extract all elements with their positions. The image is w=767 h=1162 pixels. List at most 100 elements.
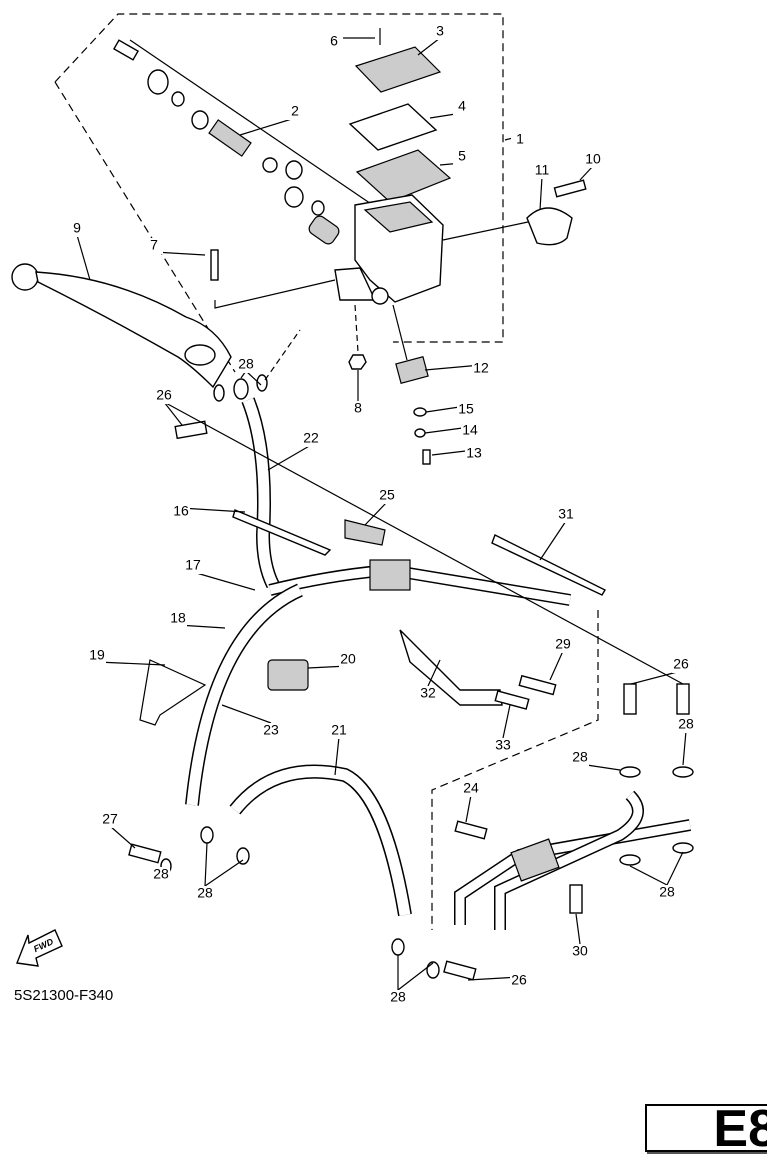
callout-25: 25: [379, 487, 395, 503]
cable-tie-16: [232, 509, 332, 556]
callout-bg: [461, 423, 479, 439]
bolt-10: [553, 179, 587, 198]
callout-leader: [192, 571, 256, 591]
page-id-box: E8: [645, 1100, 767, 1158]
callout-bg: [339, 652, 357, 668]
callout-leader: [579, 165, 594, 181]
callout-bg: [453, 149, 471, 165]
callout-bg: [184, 558, 202, 574]
callout-bg: [302, 431, 320, 447]
callout-leader: [334, 736, 340, 776]
brake-lever: [11, 263, 232, 389]
callout-leader: [239, 117, 296, 136]
callout-bg: [145, 238, 163, 254]
callout-bg: [286, 104, 304, 120]
nut-8: [348, 354, 367, 370]
callout-bg: [462, 781, 480, 797]
callout-leader: [267, 444, 312, 471]
callout-leader: [417, 37, 441, 56]
callout-21: 21: [331, 722, 347, 738]
callout-bg: [88, 648, 106, 664]
callout-leader: [96, 661, 166, 666]
cable-tie-31: [491, 534, 606, 596]
callout-10: 10: [585, 151, 601, 167]
callout-3: 3: [436, 23, 444, 39]
callout-bg: [101, 812, 119, 828]
callout-27: 27: [102, 811, 118, 827]
callout-bg: [68, 221, 86, 237]
diagram-code: 5S21300-F340: [14, 987, 114, 1004]
callout-13: 13: [466, 445, 482, 461]
callout-bg: [237, 357, 255, 373]
front-brake-switch: [395, 355, 429, 385]
callout-bg: [378, 488, 396, 504]
callout-bg: [196, 886, 214, 902]
callout-bg: [494, 738, 512, 754]
callout-12: 12: [473, 360, 489, 376]
callout-23: 23: [263, 722, 279, 738]
callout-18: 18: [170, 610, 186, 626]
fwd-arrow-icon: FWD: [16, 929, 63, 967]
callout-26: 26: [156, 387, 172, 403]
callout-leader: [245, 370, 262, 386]
callout-6: 6: [330, 33, 338, 49]
union-bolt-26: [443, 960, 477, 981]
union-bolt-27: [128, 843, 162, 864]
callout-bg: [554, 637, 572, 653]
screw-13: [422, 449, 431, 465]
diaphragm-plate: [348, 103, 438, 151]
callout-bg: [511, 132, 529, 148]
callout-bg: [677, 717, 695, 733]
callout-bg: [431, 24, 449, 40]
callout-11: 11: [535, 162, 550, 178]
callout-leader: [549, 650, 564, 681]
callout-bg: [389, 990, 407, 1006]
callout-26: 26: [673, 656, 689, 672]
bolt-29: [518, 674, 557, 696]
callout-28: 28: [678, 716, 694, 732]
callout-leader: [180, 507, 246, 513]
callout-bg: [472, 361, 490, 377]
diaphragm: [355, 149, 452, 203]
callout-leader: [666, 851, 684, 886]
callout-leader: [629, 865, 668, 886]
callout-bg: [453, 99, 471, 115]
callout-leader: [364, 501, 388, 526]
brake-joint: [369, 559, 411, 591]
callout-bg: [510, 973, 528, 989]
callout-bg: [172, 504, 190, 520]
callout-leader: [630, 670, 682, 685]
callout-33: 33: [495, 737, 511, 753]
callout-leader: [221, 704, 272, 724]
hose-guide-19: [139, 659, 207, 726]
callout-31: 31: [558, 506, 574, 522]
callout-leader: [204, 859, 244, 887]
bracket-32: [399, 629, 503, 706]
callout-leader: [427, 659, 441, 687]
callout-leader: [76, 234, 91, 281]
callout-leader: [502, 704, 511, 739]
callout-leader: [539, 520, 567, 561]
callout-leader: [397, 962, 434, 991]
callout-bg: [330, 723, 348, 739]
callout-bg: [672, 657, 690, 673]
callout-5: 5: [458, 148, 466, 164]
washer-15: [413, 407, 427, 417]
page-id: E8: [713, 1100, 767, 1158]
callout-28: 28: [153, 866, 169, 882]
callout-leader: [465, 794, 472, 823]
callout-bg: [419, 686, 437, 702]
callout-leader: [109, 825, 136, 849]
pivot-bolt: [210, 249, 219, 281]
callout-19: 19: [89, 647, 105, 663]
callout-2: 2: [291, 103, 299, 119]
assembly-boundary-edge: [54, 81, 236, 373]
callout-bg: [262, 723, 280, 739]
callout-bg: [571, 944, 589, 960]
callout-leader: [682, 730, 687, 766]
callout-bg: [152, 867, 170, 883]
callout-17: 17: [185, 557, 201, 573]
callout-15: 15: [458, 401, 474, 417]
callout-bg: [349, 401, 367, 417]
